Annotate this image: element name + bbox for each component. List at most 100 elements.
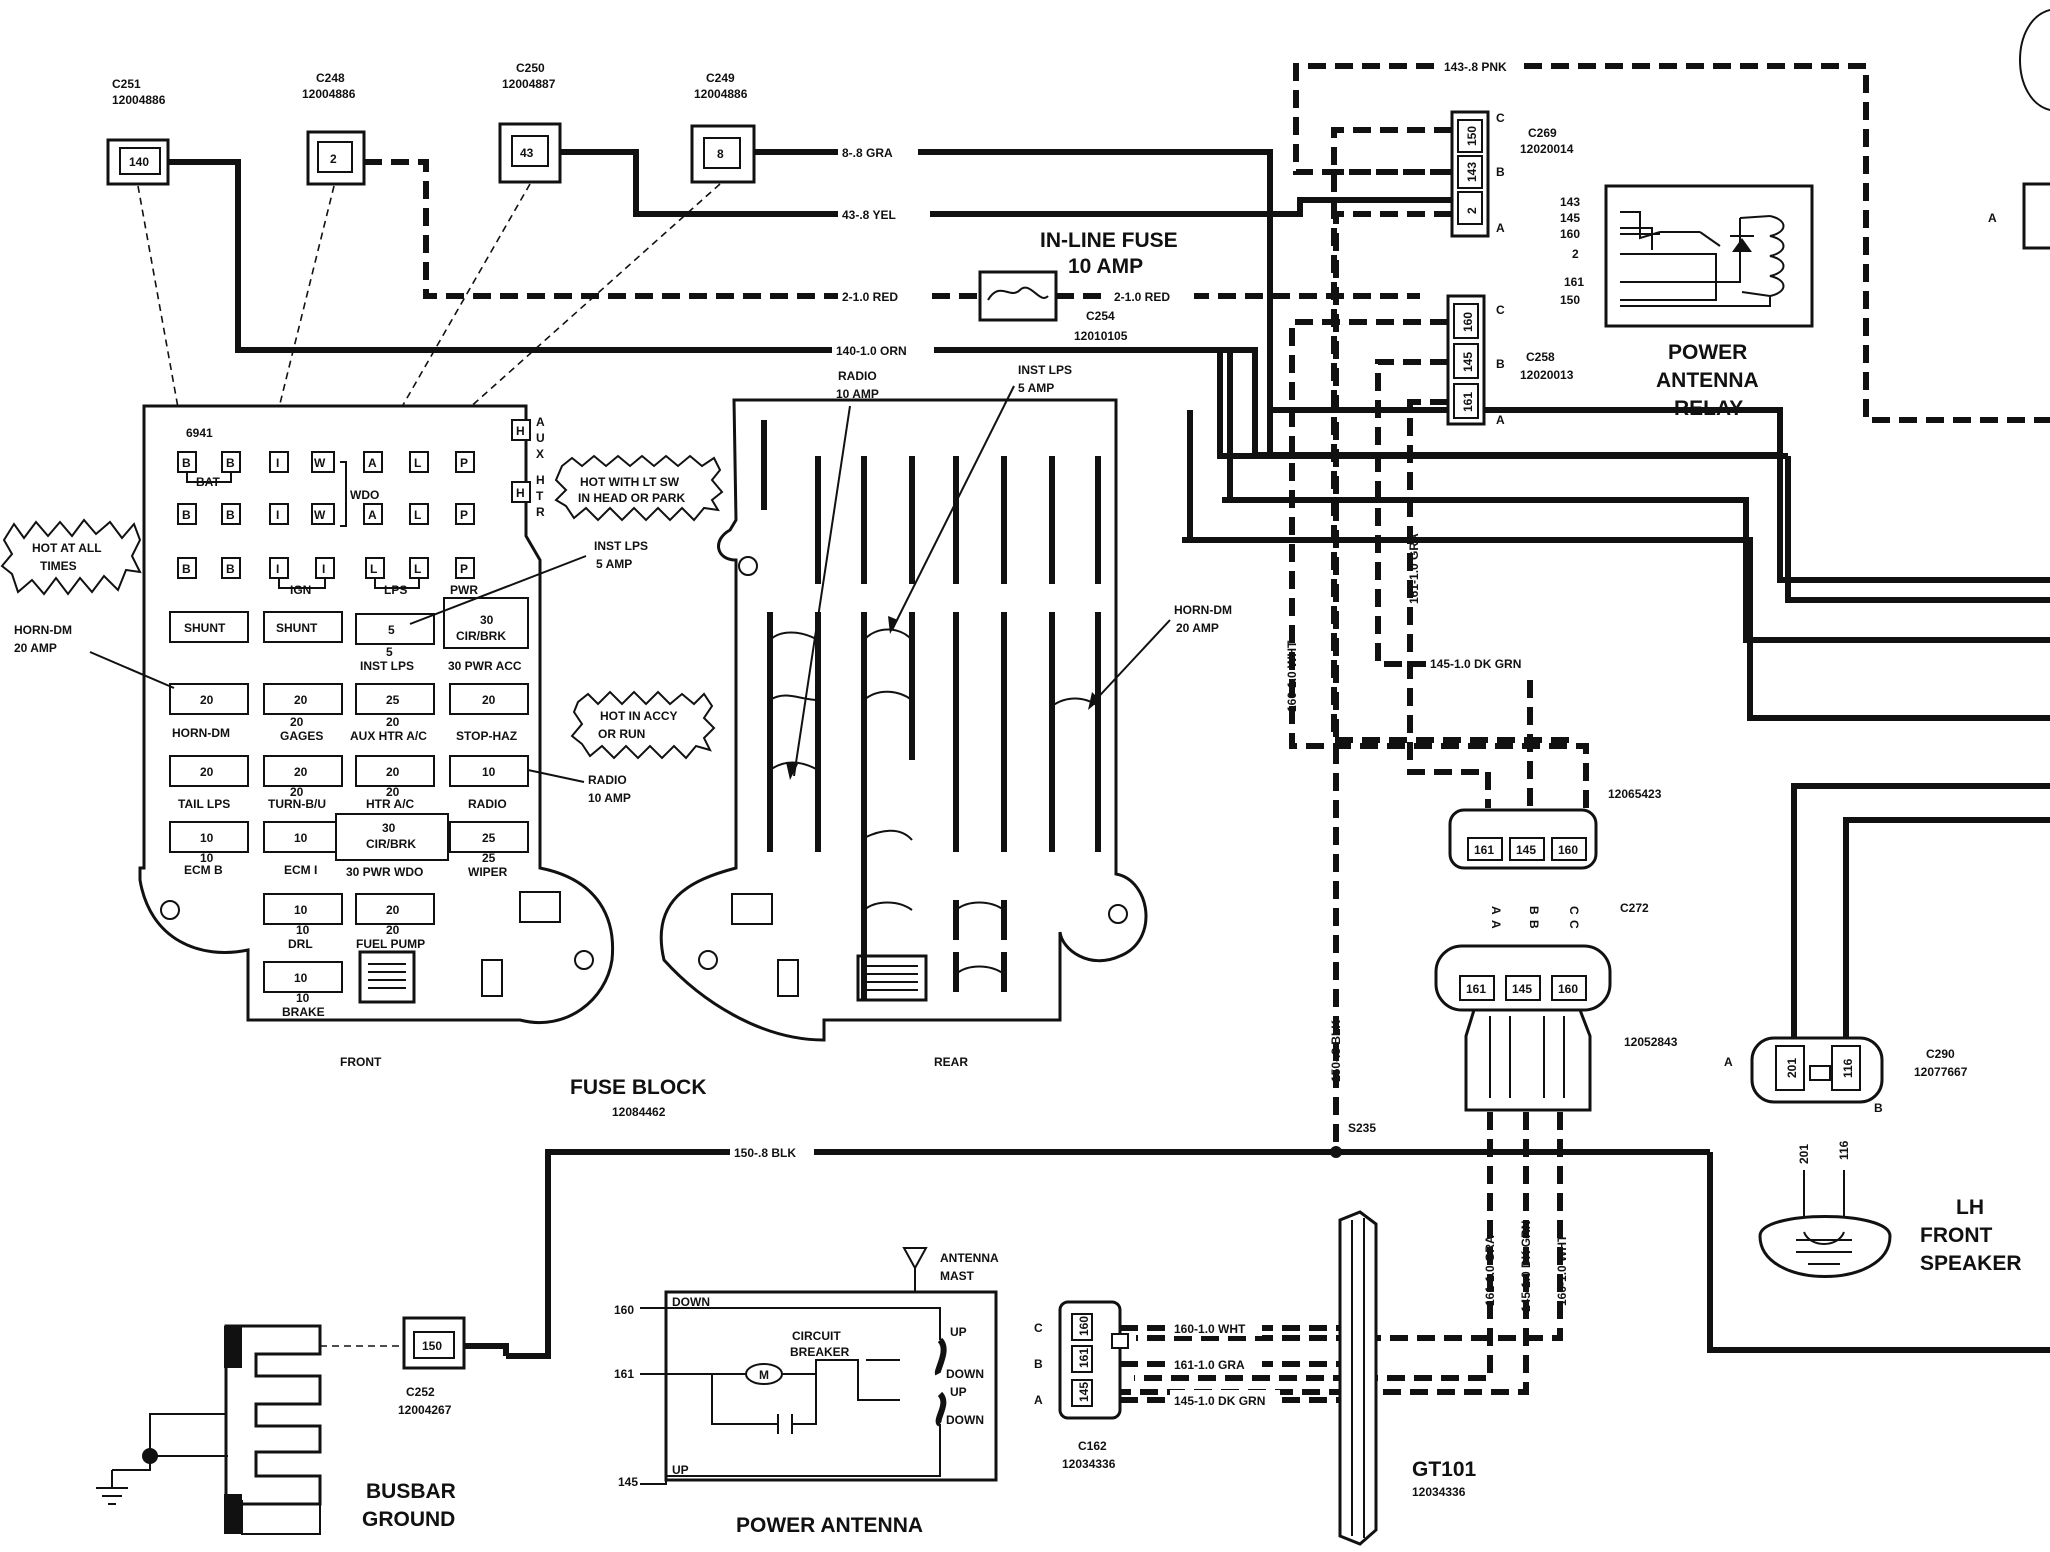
connector-c248: C248 12004886 2	[302, 71, 366, 186]
terminal-row-3: B B I I L L P	[177, 557, 475, 579]
svg-text:A: A	[536, 415, 545, 429]
svg-text:2: 2	[1465, 207, 1479, 214]
right-edge-components: A	[1988, 9, 2050, 250]
svg-text:H: H	[536, 473, 545, 487]
svg-text:C: C	[1567, 920, 1581, 929]
svg-text:B: B	[1874, 1101, 1883, 1115]
callout-radio-top: RADIO 10 AMP	[786, 369, 879, 780]
svg-text:43-.8 YEL: 43-.8 YEL	[842, 208, 896, 222]
svg-text:HOT WITH LT SW: HOT WITH LT SW	[580, 475, 680, 489]
svg-text:5 AMP: 5 AMP	[1018, 381, 1054, 395]
svg-text:B: B	[182, 562, 191, 576]
svg-text:RADIO: RADIO	[838, 369, 877, 383]
svg-text:MAST: MAST	[940, 1269, 975, 1283]
svg-text:IGN: IGN	[290, 583, 311, 597]
svg-text:CIR/BRK: CIR/BRK	[456, 629, 506, 643]
svg-text:5: 5	[386, 645, 393, 659]
svg-text:20: 20	[294, 693, 308, 707]
svg-text:POWER: POWER	[1668, 341, 1747, 364]
fuse-block-front: 6941 H A U X H H T R B B I W A L P BAT	[138, 404, 615, 1069]
svg-text:INST LPS: INST LPS	[594, 539, 648, 553]
svg-text:C258: C258	[1526, 350, 1555, 364]
svg-text:L: L	[414, 456, 421, 470]
svg-text:WDO: WDO	[350, 488, 379, 502]
svg-text:B: B	[1496, 165, 1505, 179]
svg-text:S235: S235	[1348, 1121, 1376, 1135]
fuse-row-e: 10 10 DRL 20 20 FUEL PUMP 10 10 BRAKE	[160, 891, 594, 1019]
svg-text:145: 145	[1512, 982, 1532, 996]
svg-text:FUEL PUMP: FUEL PUMP	[356, 937, 425, 951]
svg-text:TURN-B/U: TURN-B/U	[268, 797, 326, 811]
svg-text:ANTENNA: ANTENNA	[940, 1251, 999, 1265]
connector-c252: 150 C252 12004267	[398, 1316, 509, 1417]
svg-text:B: B	[226, 456, 235, 470]
svg-text:C: C	[1034, 1321, 1043, 1335]
svg-text:116: 116	[1841, 1058, 1855, 1078]
svg-text:8: 8	[717, 147, 724, 161]
svg-text:10: 10	[296, 923, 310, 937]
svg-text:B: B	[226, 562, 235, 576]
svg-text:DOWN: DOWN	[946, 1413, 984, 1427]
svg-text:160: 160	[1558, 982, 1578, 996]
svg-text:145: 145	[1516, 843, 1536, 857]
wire-143-pnk: 143-.8 PNK	[1293, 56, 2050, 423]
svg-text:B: B	[226, 508, 235, 522]
connector-c251: C251 12004886 140	[106, 77, 170, 186]
svg-text:I: I	[276, 562, 279, 576]
svg-text:160-1.0 WHT: 160-1.0 WHT	[1174, 1322, 1246, 1336]
svg-text:20: 20	[290, 785, 304, 799]
svg-text:C248: C248	[316, 71, 345, 85]
svg-text:2-1.0 RED: 2-1.0 RED	[1114, 290, 1170, 304]
svg-text:B: B	[1496, 357, 1505, 371]
svg-text:145-1.0 DK GRN: 145-1.0 DK GRN	[1519, 1221, 1533, 1312]
svg-text:T: T	[536, 489, 544, 503]
svg-text:B: B	[1034, 1357, 1043, 1371]
svg-text:20: 20	[294, 765, 308, 779]
svg-text:C250: C250	[516, 61, 545, 75]
power-antenna: DOWN UP 160 161 145 M CIRCUIT BREAKER UP…	[614, 1247, 999, 1537]
svg-text:CIRCUIT: CIRCUIT	[792, 1329, 841, 1343]
svg-text:R: R	[536, 505, 545, 519]
svg-text:12052843: 12052843	[1624, 1035, 1678, 1049]
svg-text:A: A	[368, 508, 377, 522]
svg-text:201: 201	[1797, 1144, 1811, 1164]
svg-text:161-1.0 GRA: 161-1.0 GRA	[1483, 1235, 1497, 1306]
svg-text:UP: UP	[950, 1325, 967, 1339]
svg-text:OR RUN: OR RUN	[598, 727, 645, 741]
svg-text:A: A	[368, 456, 377, 470]
connector-c250: C250 12004887 43	[498, 61, 562, 184]
svg-text:C251: C251	[112, 77, 141, 91]
svg-text:145: 145	[1461, 352, 1475, 372]
svg-text:STOP-HAZ: STOP-HAZ	[456, 729, 517, 743]
rear-fuse-columns	[761, 420, 1101, 1000]
svg-text:INST LPS: INST LPS	[360, 659, 414, 673]
svg-text:H: H	[516, 486, 525, 500]
callout-horn-dm-left: HORN-DM 20 AMP	[14, 623, 175, 689]
svg-text:10: 10	[294, 831, 308, 845]
svg-text:116: 116	[1837, 1140, 1851, 1160]
svg-text:ECM B: ECM B	[184, 863, 223, 877]
svg-text:143-.8 PNK: 143-.8 PNK	[1444, 60, 1507, 74]
svg-text:UP: UP	[950, 1385, 967, 1399]
fuse-row-a: SHUNT SHUNT 5 5 INST LPS 30 CIR/BRK 30 P…	[169, 597, 529, 673]
svg-text:12020013: 12020013	[1520, 368, 1574, 382]
svg-text:30: 30	[480, 613, 494, 627]
relay-wire-labels: 160-1.0 WHT 161-1.0 GRA 145-1.0 DK GRN 1…	[1285, 533, 1536, 1082]
svg-text:B: B	[1527, 906, 1541, 915]
busbar-ground: BUSBAR GROUND	[96, 1324, 456, 1535]
svg-text:30 PWR ACC: 30 PWR ACC	[448, 659, 522, 673]
svg-text:160: 160	[1461, 312, 1475, 332]
svg-text:SHUNT: SHUNT	[184, 621, 226, 635]
svg-text:A: A	[1489, 920, 1503, 929]
svg-text:IN HEAD OR PARK: IN HEAD OR PARK	[578, 491, 685, 505]
svg-text:160: 160	[1077, 1316, 1091, 1336]
svg-text:C: C	[1567, 906, 1581, 915]
svg-text:5: 5	[388, 623, 395, 637]
svg-text:145-1.0 DK GRN: 145-1.0 DK GRN	[1174, 1394, 1265, 1408]
svg-text:HOT AT ALL: HOT AT ALL	[32, 541, 102, 555]
svg-text:12010105: 12010105	[1074, 329, 1128, 343]
connector-c269: 150 143 2 C B A C269 12020014	[1450, 110, 1574, 238]
svg-text:TIMES: TIMES	[40, 559, 77, 573]
wire-labels-top: 8-.8 GRA 43-.8 YEL 2-1.0 RED 2-1.0 RED 1…	[832, 142, 1194, 358]
